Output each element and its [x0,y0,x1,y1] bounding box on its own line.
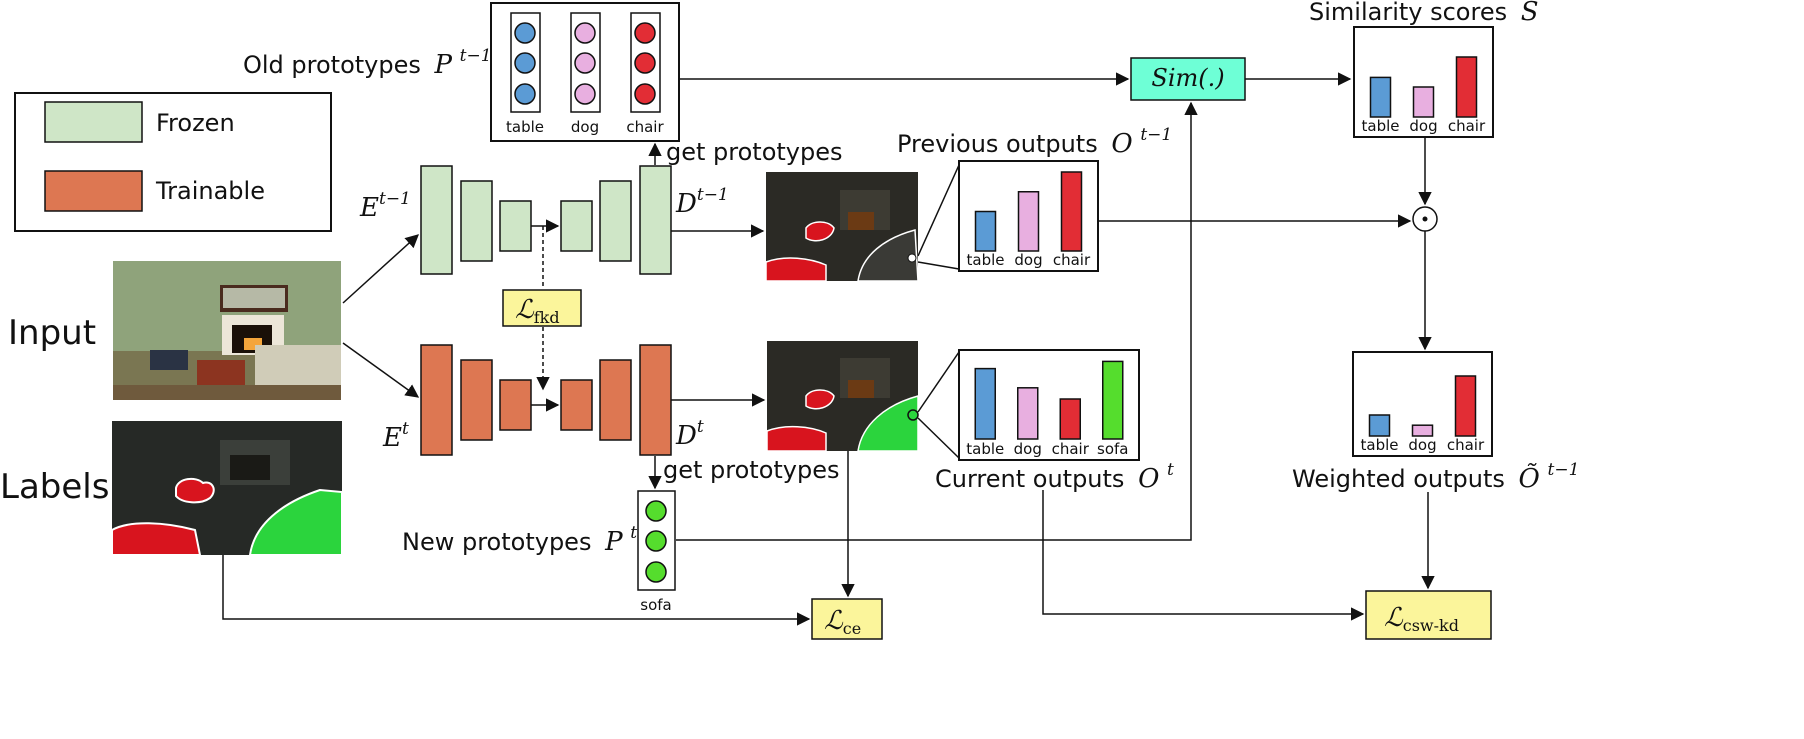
weighted-outputs-label: Weighted outputs Õ t−1 [1292,460,1579,494]
bar-sofa [1102,360,1124,440]
bar-label-chair: chair [1052,440,1090,458]
legend-trainable-swatch [44,170,143,212]
current-outputs-label: Current outputs O t [935,460,1174,494]
bar-label-chair: chair [1448,117,1486,135]
elementwise-product-node [1412,206,1438,232]
bar-chair [1059,398,1081,440]
old-prototypes-label: Old prototypes P t−1 [243,46,492,80]
input-image [113,261,341,400]
bar-dog [1412,86,1435,118]
bar-chair [1454,375,1477,437]
new-proto-class-0: sofa [640,596,671,614]
input-label: Input [8,313,96,353]
legend-trainable-label: Trainable [155,177,265,205]
bar-label-sofa: sofa [1097,440,1128,458]
new-prototypes-box: sofa [637,490,676,614]
get-prototypes-bottom: get prototypes [663,456,840,484]
zoom-line [917,351,960,413]
loss-ce-box: ℒce [811,598,883,640]
labels-image [111,421,343,556]
svg-text:Sim(.): Sim(.) [1151,64,1224,92]
bar-table [1369,76,1392,118]
weighted-outputs-chart: table dog chair [1352,351,1493,457]
current-output-image [766,341,919,452]
bar-dog [1017,387,1039,440]
previous-outputs-chart: table dog chair [958,160,1099,272]
zoom-line [917,164,960,257]
bar-label-table: table [1362,117,1400,135]
get-prototypes-top: get prototypes [666,138,843,166]
zoom-line [917,261,960,270]
old-proto-class-2: chair [626,118,664,136]
bar-label-table: table [1361,436,1399,454]
legend-frozen-label: Frozen [156,109,235,137]
zoom-line [917,417,960,459]
new-prototypes-label: New prototypes P t [402,523,637,557]
svg-text:ℒfkd: ℒfkd [515,295,560,327]
bar-label-dog: dog [1014,251,1042,269]
bar-table [974,367,996,440]
bar-chair [1060,171,1083,252]
encoder-new-label: Et [382,419,409,453]
bar-label-dog: dog [1014,440,1042,458]
legend-frozen-swatch [44,101,143,143]
svg-text:ℒcsw-kd: ℒcsw-kd [1384,603,1459,635]
bar-table [1368,414,1391,437]
old-proto-class-0: table [506,118,544,136]
bar-table [974,210,997,252]
bar-label-dog: dog [1408,436,1436,454]
bar-label-dog: dog [1409,117,1437,135]
connectors [222,72,1435,626]
bar-dog [1017,191,1040,252]
old-encoder-decoder [420,165,672,275]
old-proto-class-1: dog [571,118,599,136]
loss-csw-kd-box: ℒcsw-kd [1365,590,1492,640]
encoder-old-label: Et−1 [359,189,411,223]
bar-label-chair: chair [1053,251,1091,269]
decoder-old-label: Dt−1 [675,185,729,219]
bar-label-table: table [967,251,1005,269]
bar-chair [1455,56,1478,118]
legend: Frozen Trainable [14,92,332,232]
svg-text:ℒce: ℒce [824,606,861,638]
similarity-scores-chart: table dog chair [1353,26,1494,138]
decoder-new-label: Dt [675,417,704,451]
bar-dog [1411,424,1434,437]
previous-outputs-label: Previous outputs O t−1 [897,125,1172,159]
labels-label: Labels [0,467,109,507]
previous-output-image [765,172,919,282]
old-prototypes-box: table dog chair [490,2,680,142]
sim-function-box: Sim(.) [1130,57,1246,101]
bar-label-table: table [966,440,1004,458]
loss-fkd-box: ℒfkd [502,289,582,327]
bar-label-chair: chair [1447,436,1485,454]
new-encoder-decoder [420,344,672,456]
similarity-scores-label: Similarity scores S [1309,0,1539,27]
current-outputs-chart: table dog chair sofa [958,349,1140,461]
